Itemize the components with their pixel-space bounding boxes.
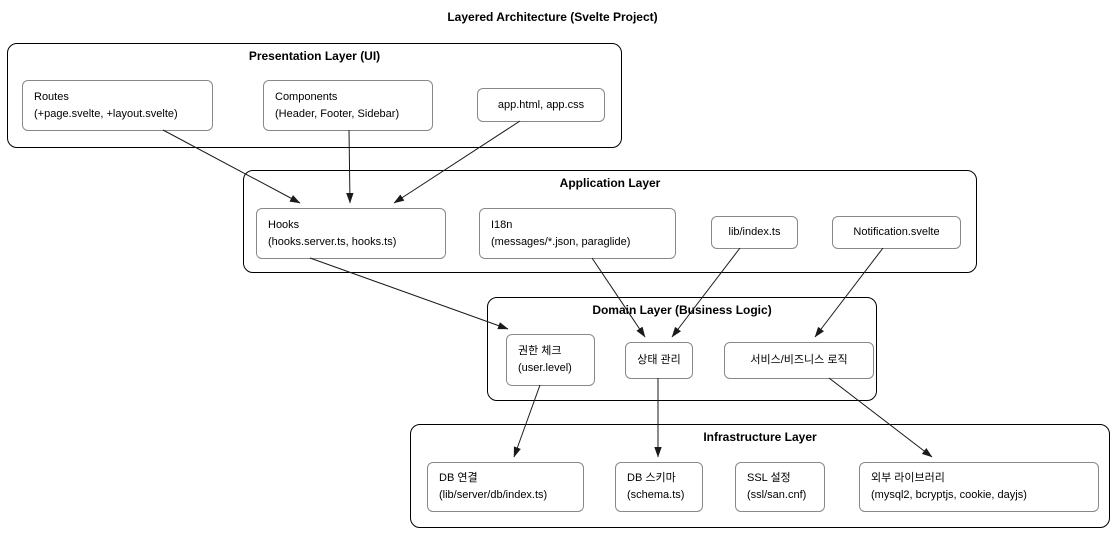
node-components-line: (Header, Footer, Sidebar) xyxy=(275,107,400,120)
layer-label-application: Application Layer xyxy=(559,176,661,190)
node-auth-check-line: (user.level) xyxy=(518,362,572,374)
node-external-libs-line: 외부 라이브러리 xyxy=(871,472,945,484)
node-auth-check: 권한 체크 (user.level) xyxy=(506,334,595,386)
node-i18n-line: I18n xyxy=(491,218,513,231)
layer-domain: Domain Layer (Business Logic) 권한 체크 (user.… xyxy=(487,297,877,401)
node-app-html-css-line: app.html, app.css xyxy=(497,98,585,111)
layer-label-infrastructure: Infrastructure Layer xyxy=(703,430,817,444)
node-db-connection-line: (lib/server/db/index.ts) xyxy=(439,489,548,501)
node-ssl-config: SSL 설정 (ssl/san.cnf) xyxy=(735,462,825,512)
node-service-logic: 서비스/비즈니스 로직 xyxy=(724,342,874,379)
node-routes-line: (+page.svelte, +layout.svelte) xyxy=(34,107,178,120)
node-ssl-config-line: (ssl/san.cnf) xyxy=(747,489,807,501)
node-db-connection-line: DB 연결 xyxy=(439,472,478,484)
node-state-mgmt: 상태 관리 xyxy=(625,342,693,379)
node-components-line: Components xyxy=(275,90,338,103)
layer-infrastructure: Infrastructure Layer DB 연결 (lib/server/db/… xyxy=(410,424,1110,528)
node-ssl-config-line: SSL 설정 xyxy=(747,472,791,484)
node-hooks-line: Hooks xyxy=(268,218,300,231)
node-routes-line: Routes xyxy=(34,90,69,103)
node-lib-index-line: lib/index.ts xyxy=(728,226,781,238)
node-db-connection: DB 연결 (lib/server/db/index.ts) xyxy=(427,462,584,512)
node-db-schema-line: (schema.ts) xyxy=(627,489,685,501)
node-service-logic-line: 서비스/비즈니스 로직 xyxy=(750,354,848,366)
node-lib-index: lib/index.ts xyxy=(711,216,798,249)
node-i18n-line: (messages/*.json, paraglide) xyxy=(491,235,631,248)
layer-label-presentation: Presentation Layer (UI) xyxy=(248,49,381,63)
node-db-schema: DB 스키마 (schema.ts) xyxy=(615,462,703,512)
node-routes: Routes (+page.svelte, +layout.svelte) xyxy=(22,80,213,131)
diagram-title: Layered Architecture (Svelte Project) xyxy=(447,10,658,24)
layer-label-domain: Domain Layer (Business Logic) xyxy=(592,303,772,317)
node-notification-line: Notification.svelte xyxy=(853,226,940,238)
node-state-mgmt-line: 상태 관리 xyxy=(637,354,681,366)
node-hooks: Hooks (hooks.server.ts, hooks.ts) xyxy=(256,208,446,259)
layer-presentation: Presentation Layer (UI) Routes (+page.svel… xyxy=(7,43,622,148)
node-notification: Notification.svelte xyxy=(832,216,961,249)
node-external-libs: 외부 라이브러리 (mysql2, bcryptjs, cookie, dayjs… xyxy=(859,462,1099,512)
node-external-libs-line: (mysql2, bcryptjs, cookie, dayjs) xyxy=(871,489,1027,501)
node-auth-check-line: 권한 체크 xyxy=(518,345,562,357)
node-components: Components (Header, Footer, Sidebar) xyxy=(263,80,433,131)
node-i18n: I18n (messages/*.json, paraglide) xyxy=(479,208,676,259)
node-app-html-css: app.html, app.css xyxy=(477,88,605,122)
node-db-schema-line: DB 스키마 xyxy=(627,472,676,484)
node-hooks-line: (hooks.server.ts, hooks.ts) xyxy=(268,235,397,248)
